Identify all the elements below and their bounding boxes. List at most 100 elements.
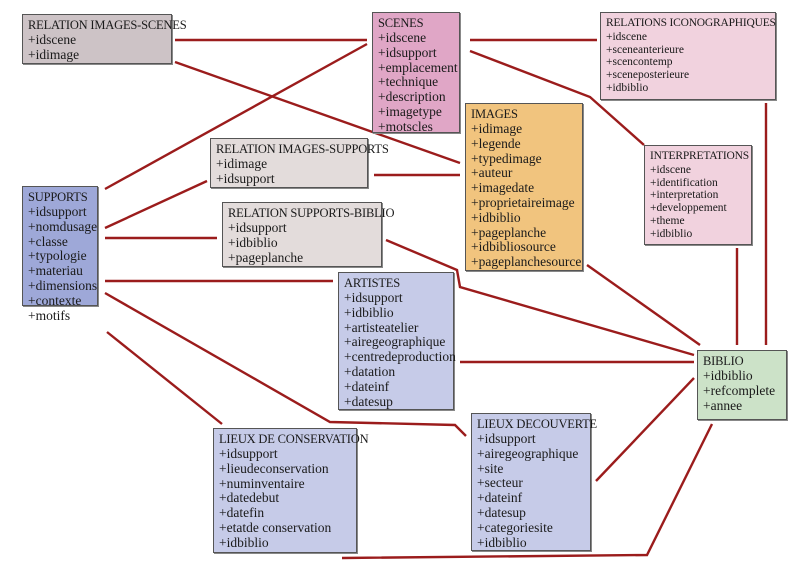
entity-field: +idimage xyxy=(28,46,80,62)
entity-title: BIBLIO xyxy=(703,354,744,368)
entity-field: +idbiblio xyxy=(228,234,278,250)
entity-field: +secteur xyxy=(477,475,523,491)
entity-field: +datedebut xyxy=(219,490,280,506)
entity-field: +sceneposterieure xyxy=(606,69,690,82)
entity-field: +idbiblio xyxy=(650,227,693,240)
entity-field: +idscene xyxy=(28,32,77,47)
link-scenes-supports xyxy=(104,42,368,191)
entity-field: +interpretation xyxy=(650,189,719,202)
link-supports-lieux-conservation xyxy=(106,331,223,425)
entity-field: +motscles xyxy=(378,118,433,134)
entity-lieux-de-conservation[interactable]: LIEUX DE CONSERVATION +idsupport +lieude… xyxy=(213,428,369,553)
entity-field: +airegeographique xyxy=(344,334,446,350)
entity-field: +classe xyxy=(28,233,68,249)
entity-scenes[interactable]: SCENES +idscene +idsupport +emplacement … xyxy=(372,12,460,134)
entity-field: +lieudeconservation xyxy=(219,460,329,476)
entity-relation-supports-biblio[interactable]: RELATION SUPPORTS-BIBLIO +idsupport +idb… xyxy=(222,202,395,267)
entity-relation-images-supports[interactable]: RELATION IMAGES-SUPPORTS +idimage +idsup… xyxy=(210,138,389,188)
entity-field: +idbibliosource xyxy=(471,239,556,255)
entity-images[interactable]: IMAGES +idimage +legende +typedimage +au… xyxy=(465,103,583,271)
entity-field: +idsupport xyxy=(344,290,403,305)
entity-field: +typedimage xyxy=(471,150,542,166)
entity-title: ARTISTES xyxy=(344,276,400,290)
entity-field: +pageplanchesource xyxy=(471,254,582,270)
entity-field: +datefin xyxy=(219,505,265,521)
link-rel-images-supports-supports xyxy=(104,179,208,230)
entity-field: +sceneanterieure xyxy=(606,43,684,56)
entity-field: +idsupport xyxy=(28,204,87,219)
entity-field: +nomdusage xyxy=(28,218,98,234)
entity-field: +contexte xyxy=(28,292,82,308)
entity-field: +idbiblio xyxy=(703,368,753,383)
entity-field: +artisteatelier xyxy=(344,319,419,335)
entity-field: +scencontemp xyxy=(606,56,673,69)
entity-field: +emplacement xyxy=(378,59,458,75)
entity-field: +datesup xyxy=(344,393,393,409)
entity-field: +idsupport xyxy=(477,431,536,446)
entity-interpretations[interactable]: INTERPRETATIONS +idscene +identification… xyxy=(644,145,752,245)
entity-field: +identification xyxy=(650,176,718,189)
entity-field: +imagedate xyxy=(471,180,535,196)
entity-field: +annee xyxy=(703,397,743,413)
entity-field: +dateinf xyxy=(344,378,390,394)
link-images-biblio xyxy=(586,264,701,346)
entity-field: +idbiblio xyxy=(477,534,527,550)
entity-field: +proprietaireimage xyxy=(471,194,575,210)
entity-field: +datesup xyxy=(477,504,526,520)
entity-field: +motifs xyxy=(28,307,71,323)
entity-biblio[interactable]: BIBLIO +idbiblio +refcomplete +annee xyxy=(697,350,787,420)
entity-field: +pageplanche xyxy=(228,249,304,265)
entity-field: +imagetype xyxy=(378,103,442,119)
link-rel-supports-biblio-biblio xyxy=(385,238,695,357)
entity-field: +description xyxy=(378,89,446,105)
entity-field: +idbiblio xyxy=(606,81,649,94)
entity-title: LIEUX DECOUVERTE xyxy=(477,417,597,431)
entity-field: +idsupport xyxy=(228,220,287,235)
entity-field: +idimage xyxy=(471,121,523,136)
entity-field: +idsupport xyxy=(216,170,275,186)
entity-relation-images-scenes[interactable]: RELATION IMAGES-SCENES +idscene +idimage xyxy=(22,14,187,64)
entity-field: +idbiblio xyxy=(471,209,521,225)
entity-field: +theme xyxy=(650,214,685,227)
entity-field: +technique xyxy=(378,74,439,90)
link-supports-lieux-decouverte xyxy=(104,291,467,437)
entity-field: +airegeographique xyxy=(477,445,579,461)
entity-field: +idbiblio xyxy=(219,534,269,550)
link-scenes-interpretations xyxy=(469,49,645,146)
entity-title: LIEUX DE CONSERVATION xyxy=(219,432,369,446)
entity-field: +idimage xyxy=(216,156,268,171)
entity-field: +idscene xyxy=(378,30,427,45)
entity-field: +legende xyxy=(471,135,521,151)
entity-title: RELATION SUPPORTS-BIBLIO xyxy=(228,206,395,220)
entity-field: +idbiblio xyxy=(344,304,394,320)
entity-title: SCENES xyxy=(378,16,424,30)
entity-lieux-decouverte[interactable]: LIEUX DECOUVERTE +idsupport +airegeograp… xyxy=(471,413,597,551)
entity-title: RELATION IMAGES-SCENES xyxy=(28,18,187,32)
entity-title: INTERPRETATIONS xyxy=(650,150,749,162)
entity-field: +pageplanche xyxy=(471,224,547,240)
entity-field: +idsupport xyxy=(219,446,278,461)
entity-relations-iconographiques[interactable]: RELATIONS ICONOGRAPHIQUES +idscene +scen… xyxy=(600,12,776,100)
entity-field: +dimensions xyxy=(28,277,98,293)
entity-field: +centredeproduction xyxy=(344,349,456,365)
entity-field: +datation xyxy=(344,363,396,379)
link-lieux-decouverte-biblio xyxy=(595,377,695,482)
entity-supports[interactable]: SUPPORTS +idsupport +nomdusage +classe +… xyxy=(22,186,98,322)
entity-field: +idscene xyxy=(650,164,691,176)
entity-field: +materiau xyxy=(28,263,83,279)
entity-field: +dateinf xyxy=(477,490,523,506)
entity-artistes[interactable]: ARTISTES +idsupport +idbiblio +artisteat… xyxy=(338,272,456,410)
entity-field: +typologie xyxy=(28,248,87,264)
entity-field: +idsupport xyxy=(378,44,437,60)
entity-field: +categoriesite xyxy=(477,519,553,535)
entity-title: SUPPORTS xyxy=(28,190,88,204)
entity-field: +numinventaire xyxy=(219,475,305,491)
entity-field: +auteur xyxy=(471,165,513,181)
entity-title: RELATION IMAGES-SUPPORTS xyxy=(216,142,389,156)
entity-title: RELATIONS ICONOGRAPHIQUES xyxy=(606,17,776,29)
entity-field: +site xyxy=(477,460,504,476)
entity-field: +idscene xyxy=(606,31,647,43)
entity-field: +developpement xyxy=(650,202,727,215)
entity-title: IMAGES xyxy=(471,107,518,121)
